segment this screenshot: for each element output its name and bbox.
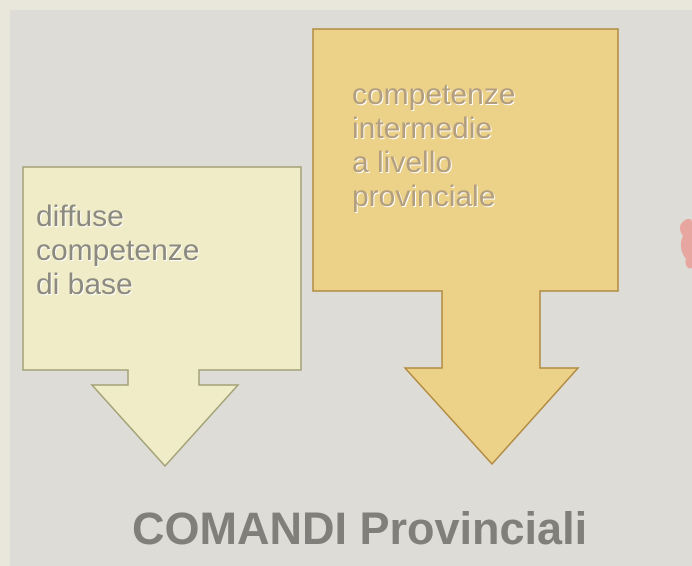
right-callout-line: competenze — [352, 78, 516, 111]
footer-title: COMANDI Provinciali — [132, 503, 588, 554]
right-callout-text: competenze intermedie a livello provinci… — [352, 78, 515, 214]
right-callout-line: provinciale — [352, 179, 496, 213]
right-callout-shape — [312, 28, 619, 466]
left-callout-line: competenze — [36, 233, 200, 267]
partial-pink-shape — [679, 218, 692, 269]
right-callout-line: a livello — [352, 145, 453, 179]
left-callout-line: diffuse — [36, 200, 124, 233]
left-callout-text: diffuse competenze di base — [36, 200, 199, 302]
left-callout-shape — [22, 166, 302, 468]
left-callout-line: di base — [36, 267, 133, 301]
right-callout-line: intermedie — [352, 111, 493, 145]
